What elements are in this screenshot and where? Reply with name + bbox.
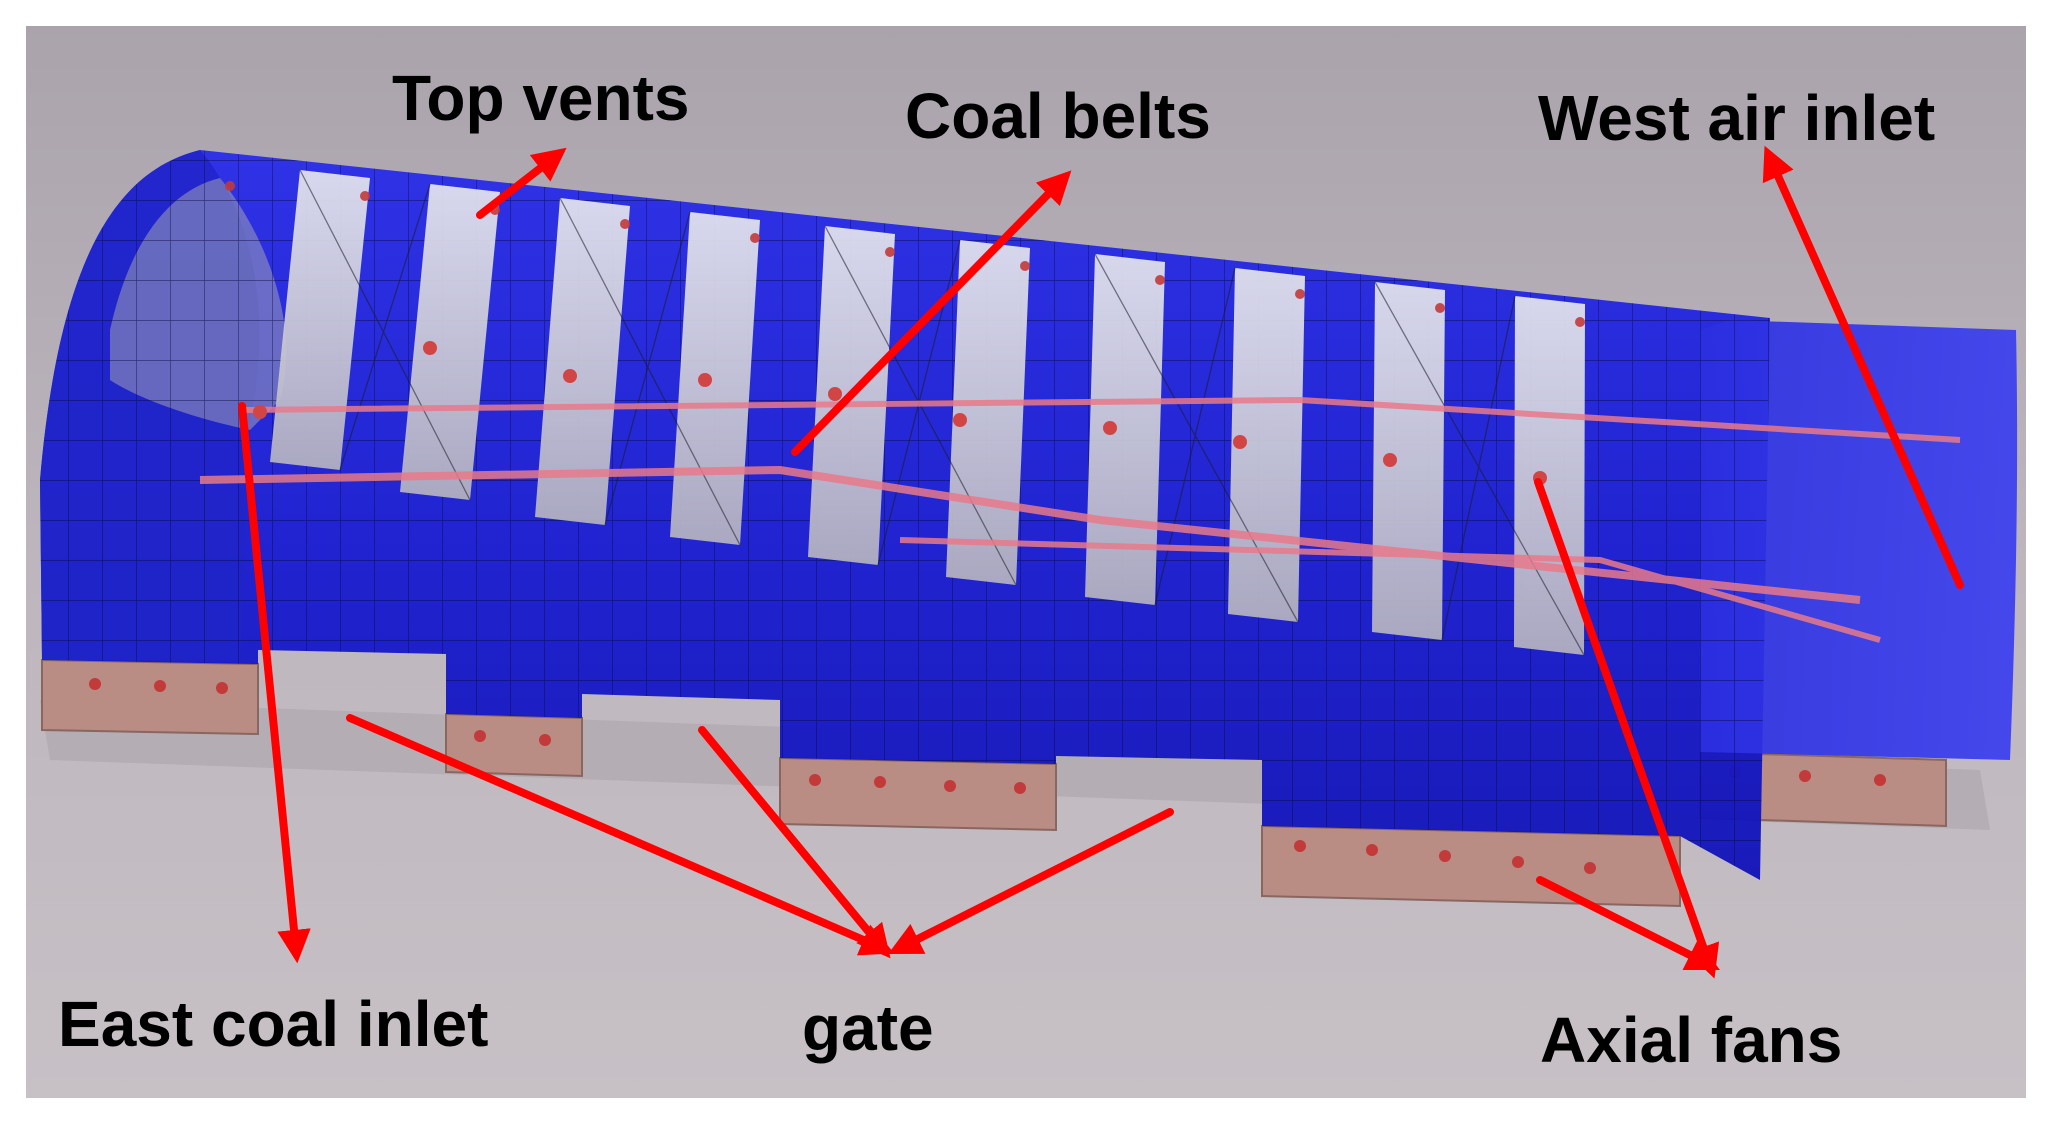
top-bolts xyxy=(225,181,1585,327)
arrow-east-coal-inlet xyxy=(238,402,311,964)
label-axial-fans: Axial fans xyxy=(1540,1004,1843,1076)
coal-belts xyxy=(199,396,1961,643)
annotation-arrows xyxy=(238,145,1964,979)
arrow-top-vents xyxy=(476,147,567,219)
arrow-gate-3 xyxy=(887,808,1174,955)
label-coal-belts: Coal belts xyxy=(905,80,1211,152)
axial-fans xyxy=(253,341,1547,485)
label-top-vents: Top vents xyxy=(392,62,690,134)
arrow-west-air-inlet xyxy=(1762,145,1964,589)
arrow-axial-fans-1 xyxy=(1534,478,1720,979)
label-west-air-inlet: West air inlet xyxy=(1538,82,1936,154)
arrow-gate-2 xyxy=(698,726,891,959)
arrow-coal-belts xyxy=(791,170,1072,456)
label-gate: gate xyxy=(802,992,934,1064)
arrow-axial-fans-2 xyxy=(1536,876,1721,971)
arrow-gate-1 xyxy=(346,714,895,956)
label-east-coal-inlet: East coal inlet xyxy=(58,988,489,1060)
